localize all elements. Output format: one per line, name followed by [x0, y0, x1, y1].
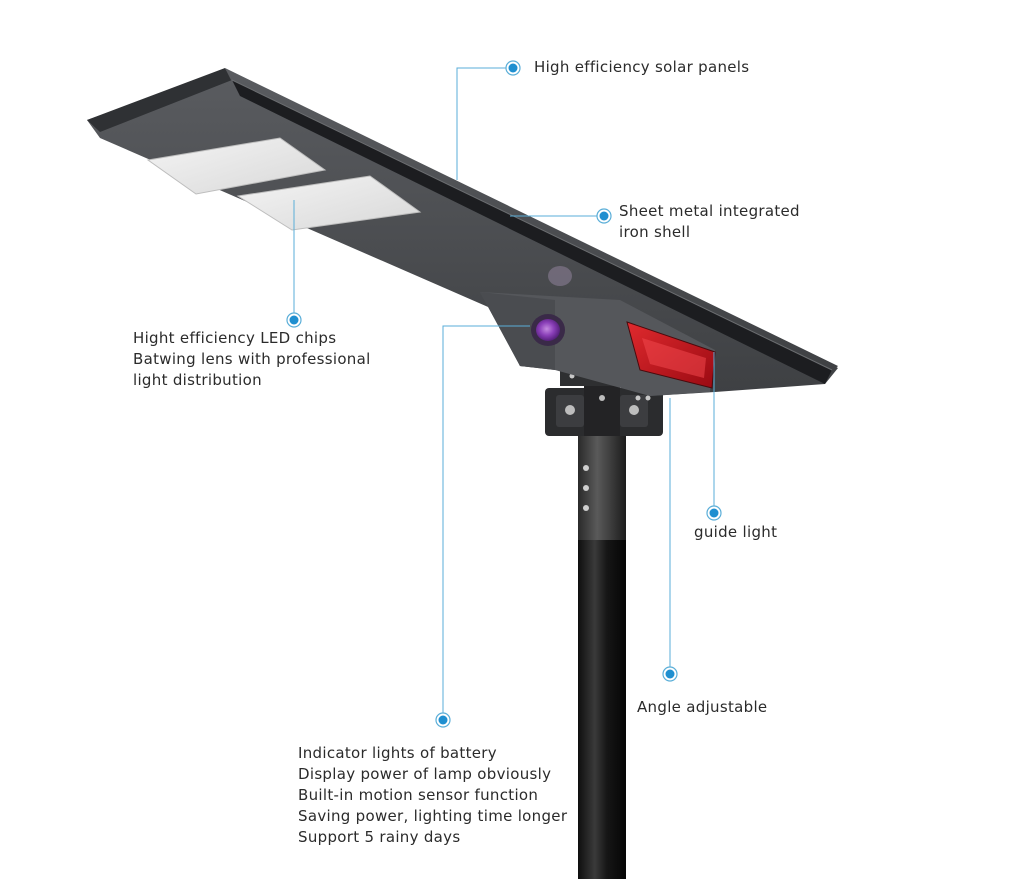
lamp-pole — [578, 430, 626, 879]
label-line: guide light — [694, 523, 778, 541]
label-line: Support 5 rainy days — [298, 828, 461, 846]
label-line: iron shell — [619, 223, 691, 241]
callout-line-solar — [456, 67, 513, 180]
label-line: Angle adjustable — [637, 698, 768, 716]
callout-lines — [293, 67, 715, 720]
label-line: Sheet metal integrated — [619, 202, 800, 220]
callout-label-guide-light: guide light — [694, 522, 777, 543]
label-line: Saving power, lighting time longer — [298, 807, 568, 825]
callout-label-battery-indicator: Indicator lights of battery Display powe… — [298, 743, 567, 848]
callout-dot-solar — [505, 60, 521, 76]
label-line: Batwing lens with professional — [133, 350, 371, 368]
callout-label-led-chips: Hight efficiency LED chips Batwing lens … — [133, 328, 371, 391]
callout-label-iron-shell: Sheet metal integrated iron shell — [619, 201, 800, 243]
label-line: light distribution — [133, 371, 262, 389]
label-line: Indicator lights of battery — [298, 744, 497, 762]
callout-markers — [286, 60, 722, 728]
callout-dot-angle — [662, 666, 678, 682]
guide-light-lens — [626, 321, 716, 389]
callout-dot-led — [286, 312, 302, 328]
label-line: High efficiency solar panels — [534, 58, 750, 76]
callout-label-solar-panels: High efficiency solar panels — [534, 57, 749, 78]
callout-line-sensor — [442, 325, 530, 720]
callout-dot-guide — [706, 505, 722, 521]
led-modules — [146, 137, 422, 231]
label-line: Hight efficiency LED chips — [133, 329, 337, 347]
callout-dot-battery — [435, 712, 451, 728]
sensor-light — [531, 266, 572, 346]
callout-dot-shell — [596, 208, 612, 224]
label-line: Display power of lamp obviously — [298, 765, 552, 783]
label-line: Built-in motion sensor function — [298, 786, 539, 804]
callout-label-angle-adjustable: Angle adjustable — [637, 697, 767, 718]
